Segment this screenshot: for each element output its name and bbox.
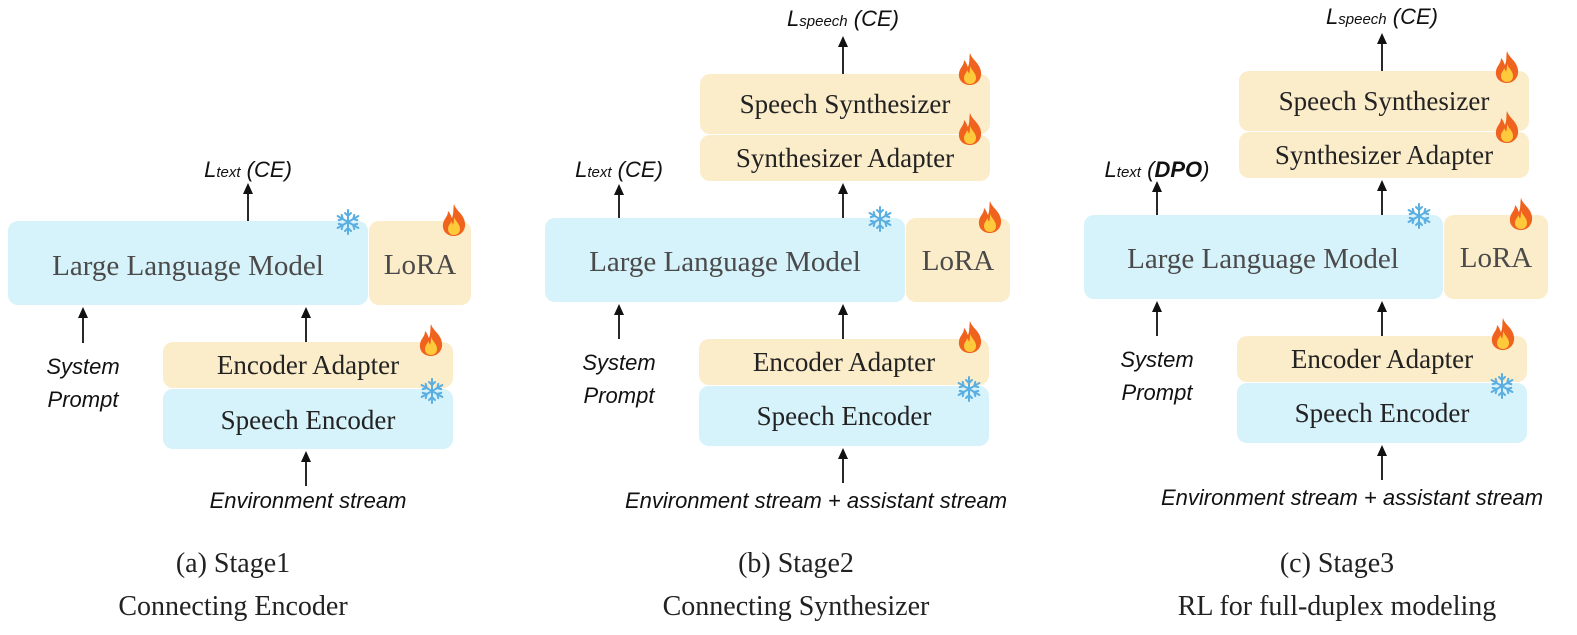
stage2-system-prompt: System [582, 350, 655, 375]
stage2-input-label: Environment stream + assistant stream [625, 488, 1007, 513]
stage1-llm-box [8, 221, 368, 305]
stage3-arrow-prompt [1152, 301, 1162, 336]
stage2-speech-encoder-box [699, 386, 989, 446]
fire-icon [978, 201, 1002, 233]
stage2-encoder-adapter-box [699, 339, 989, 385]
stage2-speech-synth-label: Speech Synthesizer [740, 89, 951, 119]
stage3-encoder-adapter-box [1237, 336, 1527, 382]
stage3-lora-label: LoRA [1460, 242, 1533, 274]
stage2-speech-synth-box [700, 74, 990, 134]
stage1-speech-encoder-box [163, 389, 453, 449]
stage2-arrow-prompt [614, 304, 624, 339]
stage1-input-label: Environment stream [210, 488, 407, 513]
stage2-arrow-input [838, 448, 848, 483]
stage3-speech-encoder-label: Speech Encoder [1295, 398, 1470, 428]
stage1-lora-box [369, 221, 471, 305]
fire-icon [419, 324, 443, 356]
stage1-system-prompt: System [46, 354, 119, 379]
stage3-system-prompt: System [1120, 347, 1193, 372]
stage3-system-prompt-line2: Prompt [1122, 380, 1194, 405]
stage2-panel: Speech Synthesizer Synthesizer Adapter L… [545, 6, 1010, 622]
stage3-speech-encoder-box [1237, 383, 1527, 443]
fire-icon [958, 53, 982, 85]
stage2-arrow-speech-loss [838, 36, 848, 74]
stage2-system-prompt-line2: Prompt [584, 383, 656, 408]
stage1-panel: Large Language Model LoRA Encoder Adapte… [8, 157, 471, 622]
stage3-arrow-adapter [1377, 301, 1387, 336]
stage3-speech-loss-text: Lspeech (CE) [1326, 4, 1438, 29]
stage1-loss-text: Ltext (CE) [204, 157, 292, 182]
stage1-lora-label: LoRA [384, 249, 457, 281]
stage1-llm-label: Large Language Model [52, 250, 324, 282]
stage1-encoder-adapter-label: Encoder Adapter [217, 350, 399, 380]
stage3-encoder-adapter-label: Encoder Adapter [1291, 344, 1473, 374]
stage3-text-loss-text: Ltext (DPO) [1105, 157, 1210, 182]
stage2-llm-label: Large Language Model [589, 246, 861, 278]
stage2-synth-adapter-label: Synthesizer Adapter [736, 143, 954, 173]
stage3-caption-subtitle: RL for full-duplex modeling [1178, 591, 1497, 622]
fire-icon [1509, 198, 1533, 230]
stage3-lora-box [1444, 215, 1548, 299]
stage1-caption-subtitle: Connecting Encoder [118, 591, 348, 622]
stage3-speech-synth-box [1239, 71, 1529, 131]
stage3-caption-title: (c) Stage3 [1280, 548, 1394, 579]
stage2-arrow-llm-synth [838, 183, 848, 218]
stage2-arrow-adapter [838, 304, 848, 339]
fire-icon [958, 321, 982, 353]
stage2-caption-subtitle: Connecting Synthesizer [663, 591, 930, 622]
stage2-speech-encoder-label: Speech Encoder [757, 401, 932, 431]
stage3-panel: Speech Synthesizer Synthesizer Adapter L… [1084, 4, 1548, 622]
stage2-caption-title: (b) Stage2 [738, 548, 854, 579]
stage1-system-prompt-line2: Prompt [48, 387, 120, 412]
stage3-synth-adapter-box [1239, 132, 1529, 178]
stage2-encoder-adapter-label: Encoder Adapter [753, 347, 935, 377]
stage3-arrow-speech-loss [1377, 33, 1387, 71]
stage3-llm-label: Large Language Model [1127, 243, 1399, 275]
stage2-synth-adapter-box [700, 135, 990, 181]
stage2-lora-box [906, 218, 1010, 302]
stage3-arrow-text-loss [1152, 181, 1162, 215]
fire-icon [442, 204, 466, 236]
stage1-caption-title: (a) Stage1 [176, 548, 290, 579]
stage1-arrow-loss [243, 183, 253, 221]
stage3-arrow-llm-synth [1377, 180, 1387, 215]
stage3-llm-box [1084, 215, 1443, 299]
fire-icon [1491, 318, 1515, 350]
stage3-synth-adapter-label: Synthesizer Adapter [1275, 140, 1493, 170]
stage3-input-label: Environment stream + assistant stream [1161, 485, 1543, 510]
stage3-speech-synth-label: Speech Synthesizer [1279, 86, 1490, 116]
stage1-encoder-adapter-box [163, 342, 453, 388]
stage2-speech-loss-text: Lspeech (CE) [787, 6, 899, 31]
stage1-arrow-prompt [78, 307, 88, 343]
stage2-text-loss-text: Ltext (CE) [575, 157, 663, 182]
stage1-speech-encoder-label: Speech Encoder [221, 405, 396, 435]
stage1-arrow-adapter [301, 307, 311, 342]
fire-icon [1495, 51, 1519, 83]
stage2-lora-label: LoRA [922, 245, 995, 277]
stage2-arrow-text-loss [614, 184, 624, 218]
stage2-llm-box [545, 218, 905, 302]
stage3-arrow-input [1377, 445, 1387, 480]
stage1-arrow-input [301, 451, 311, 486]
